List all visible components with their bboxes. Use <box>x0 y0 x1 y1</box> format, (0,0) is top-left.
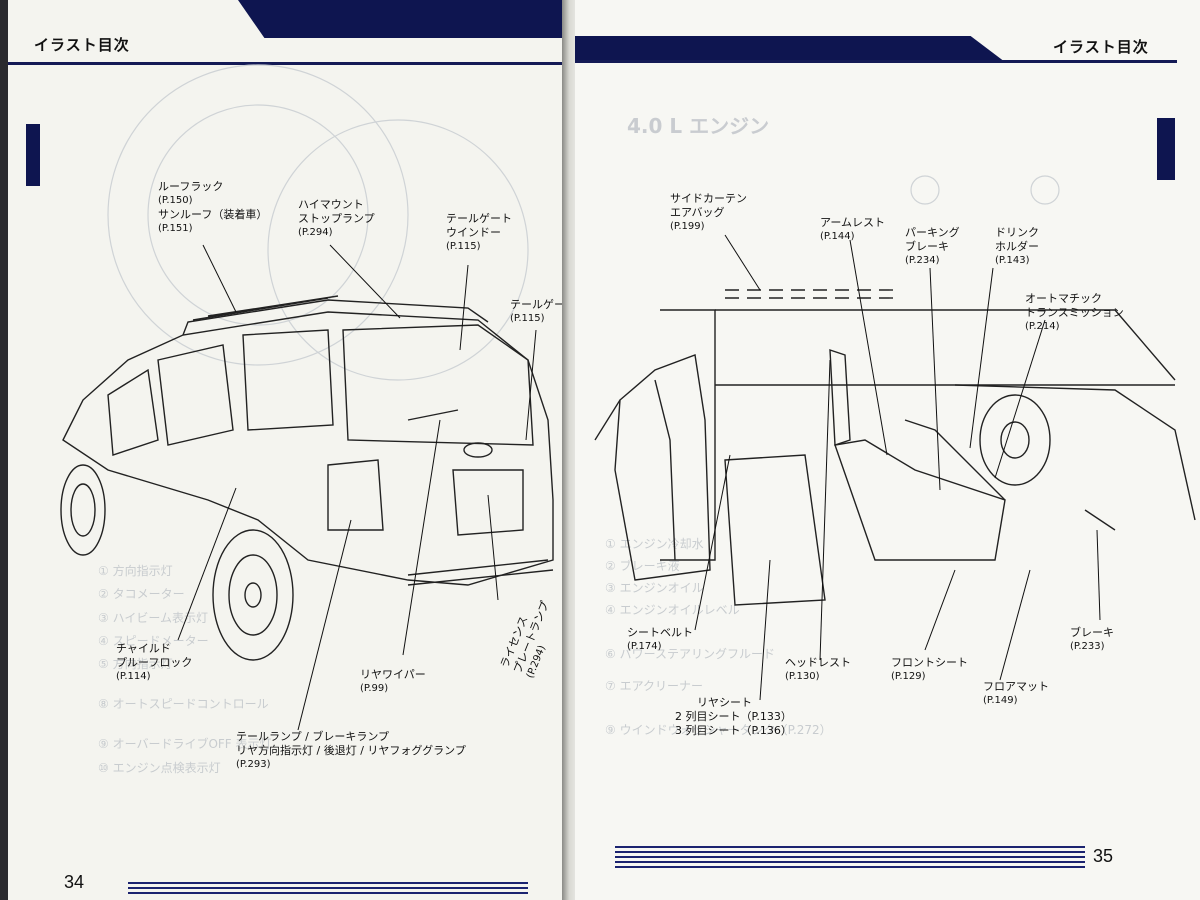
faint-engine-heading: 4.0 L エンジン <box>627 114 770 138</box>
label-headrest: ヘッドレスト (P.130) <box>785 656 851 682</box>
svg-text:⑨ ウインドウォッシャータンク（P.272）: ⑨ ウインドウォッシャータンク（P.272） <box>605 723 832 737</box>
label-armrest: アームレスト (P.144) <box>820 216 886 242</box>
svg-text:⑩ エンジン点検表示灯: ⑩ エンジン点検表示灯 <box>98 761 221 775</box>
svg-text:⑥ パワーステアリングフルード: ⑥ パワーステアリングフルード <box>605 647 775 661</box>
right-chapter-tab <box>1157 118 1175 180</box>
label-parking-brake: パーキング ブレーキ (P.234) <box>905 226 960 266</box>
svg-text:④ エンジンオイルレベル: ④ エンジンオイルレベル <box>605 603 740 617</box>
label-high-mount-stop-lamp: ハイマウント ストップランプ (P.294) <box>298 198 375 238</box>
svg-text:③ ハイビーム表示灯: ③ ハイビーム表示灯 <box>98 611 208 625</box>
label-child-proof-lock: チャイルド プルーフロック (P.114) <box>116 642 193 682</box>
svg-text:⑧ オートスピードコントロール: ⑧ オートスピードコントロール <box>98 697 269 711</box>
label-drink-holder: ドリンク ホルダー (P.143) <box>995 226 1039 266</box>
label-automatic-transmission: オートマチック トランスミッション (P.214) <box>1025 292 1124 332</box>
label-floor-mat: フロアマット (P.149) <box>983 680 1049 706</box>
suv-rear-illustration: ① 方向指示灯 ② タコメーター ③ ハイビーム表示灯 ④ スピードメーター ⑤… <box>60 64 554 775</box>
label-seat-belt: シートベルト (P.174) <box>627 626 693 652</box>
svg-text:③ エンジンオイル: ③ エンジンオイル <box>605 581 704 595</box>
right-page-number: 35 <box>1093 846 1114 866</box>
right-footer-stripes <box>615 846 1085 871</box>
left-footer-stripes <box>128 882 528 897</box>
label-tailgate: テールゲート (P.115) <box>510 298 570 324</box>
svg-text:⑨ オーバードライブOFF 表示灯: ⑨ オーバードライブOFF 表示灯 <box>98 736 272 751</box>
svg-text:② タコメーター: ② タコメーター <box>98 587 185 601</box>
svg-text:① 方向指示灯: ① 方向指示灯 <box>98 563 173 578</box>
svg-text:② ブレーキ液: ② ブレーキ液 <box>605 558 680 573</box>
left-page-number: 34 <box>64 872 85 892</box>
svg-text:⑤ 方向指示灯: ⑤ 方向指示灯 <box>98 656 173 671</box>
left-header-rule <box>8 62 570 65</box>
label-rear-seat: リヤシート 2 列目シート（P.133） 3 列目シート（P.136） <box>675 696 792 737</box>
left-header-title: イラスト目次 <box>34 36 130 54</box>
label-roof-rack: ルーフラック (P.150) サンルーフ（装着車） (P.151) <box>158 180 268 234</box>
right-header-band <box>575 36 1005 62</box>
right-page: イラスト目次 4.0 L エンジン ① エンジン冷却水 ② ブレーキ液 ③ エン… <box>575 0 1200 900</box>
interior-illustration: ① エンジン冷却水 ② ブレーキ液 ③ エンジンオイル ④ エンジンオイルレベル… <box>594 175 1196 737</box>
label-front-seat: フロントシート (P.129) <box>891 656 968 682</box>
right-header-rule <box>575 60 1177 63</box>
left-page: イラスト目次 ① 方向指示灯 ② タコメーター ③ ハイビーム表示灯 ④ スピー… <box>8 0 570 900</box>
svg-text:④ スピードメーター: ④ スピードメーター <box>98 634 209 648</box>
svg-text:⑦ エアクリーナー: ⑦ エアクリーナー <box>605 679 703 693</box>
label-brake: ブレーキ (P.233) <box>1070 626 1114 652</box>
label-rear-wiper: リヤワイパー (P.99) <box>360 668 426 694</box>
right-header-title: イラスト目次 <box>1053 38 1149 56</box>
label-side-curtain-airbag: サイドカーテン エアバッグ (P.199) <box>670 192 747 232</box>
label-tail-lamp: テールランプ / ブレーキランプ リヤ方向指示灯 / 後退灯 / リヤフォググラ… <box>236 730 466 770</box>
left-chapter-tab <box>26 124 40 186</box>
svg-text:① エンジン冷却水: ① エンジン冷却水 <box>605 537 704 551</box>
left-header-band <box>238 0 568 38</box>
label-tailgate-window: テールゲート ウインドー (P.115) <box>446 212 512 252</box>
